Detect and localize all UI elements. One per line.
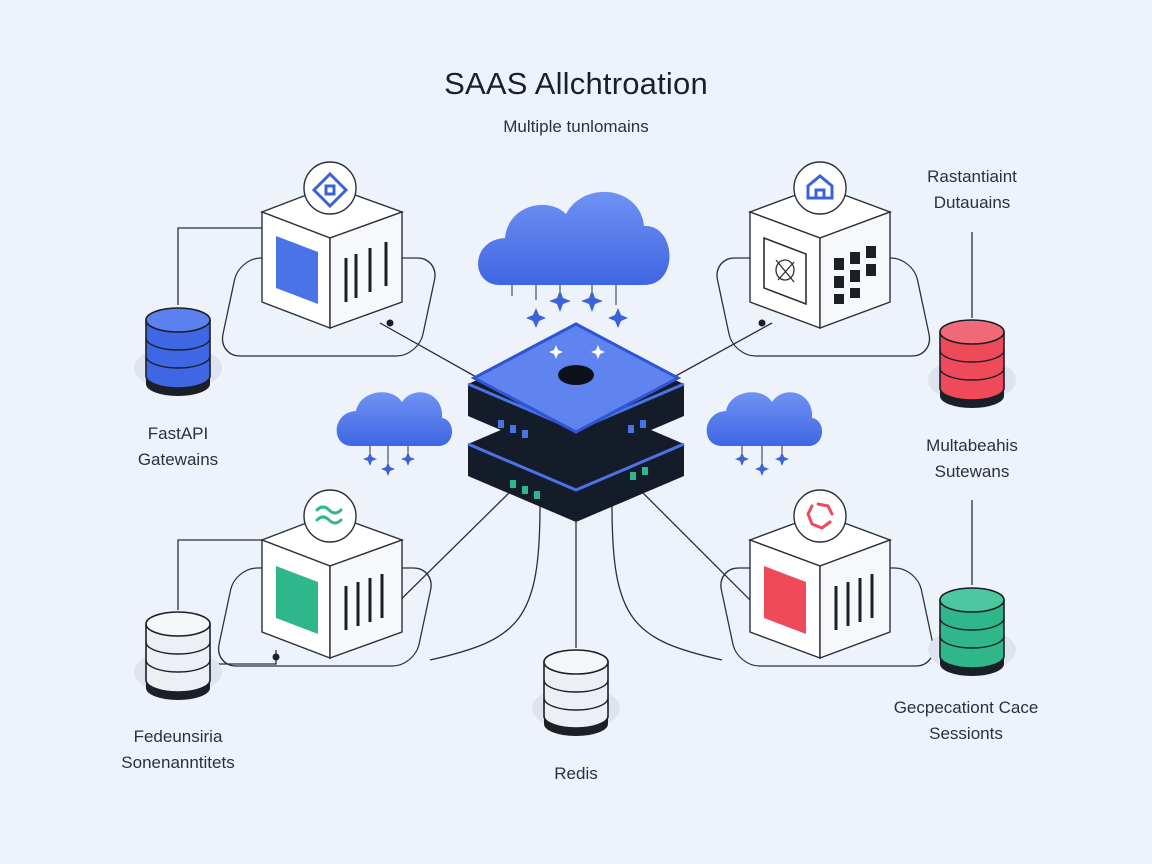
label-bottom-right-line-1: Gecpecationt Cace	[893, 698, 1039, 717]
connector-dots	[272, 319, 766, 661]
module-cube-bottom-left	[260, 489, 405, 660]
cloud-main	[478, 191, 670, 328]
diagram-subtitle: Multiple tunlomains	[503, 117, 649, 136]
label-bottom-left-line-2: Sonenanntitets	[121, 753, 235, 772]
database-redis	[532, 649, 620, 736]
label-mid-left: FastAPI Gatewains	[98, 421, 258, 473]
sketch-icon	[775, 259, 795, 283]
label-mid-right: Multabeahis Sutewans	[872, 433, 1072, 485]
central-server-hub	[467, 322, 685, 522]
label-mid-left-line-1: FastAPI	[147, 424, 209, 443]
label-bottom-right: Gecpecationt Cace Sessionts	[856, 695, 1076, 747]
database-green	[928, 587, 1016, 676]
cloud-right	[706, 392, 823, 476]
wave-icon	[315, 505, 343, 525]
refresh-icon	[806, 502, 834, 530]
label-bottom-right-line-2: Sessionts	[929, 724, 1003, 743]
label-top-right-line-2: Dutauains	[933, 193, 1011, 212]
label-redis: Redis	[554, 764, 598, 783]
label-bottom-left: Fedeunsiria Sonenanntitets	[78, 724, 278, 776]
cloud-left	[336, 392, 453, 476]
module-cube-bottom-right	[747, 489, 893, 660]
puzzle-icon	[311, 171, 349, 209]
label-bottom-left-line-1: Fedeunsiria	[133, 727, 223, 746]
diagram-title: SAAS Allchtroation	[444, 66, 708, 101]
database-gray-left	[134, 611, 222, 700]
sparkle-icons	[526, 290, 628, 328]
label-mid-right-line-1: Multabeahis	[926, 436, 1018, 455]
home-icon	[806, 174, 834, 200]
database-red	[928, 319, 1016, 408]
module-cube-top-left	[260, 161, 405, 330]
label-top-right: Rastantiaint Dutauains	[872, 164, 1072, 216]
module-cube-top-right	[747, 161, 893, 330]
label-top-right-line-1: Rastantiaint	[927, 167, 1017, 186]
hub-port	[558, 365, 594, 385]
label-mid-right-line-2: Sutewans	[934, 462, 1010, 481]
database-blue	[134, 307, 222, 396]
label-mid-left-line-2: Gatewains	[137, 450, 219, 469]
